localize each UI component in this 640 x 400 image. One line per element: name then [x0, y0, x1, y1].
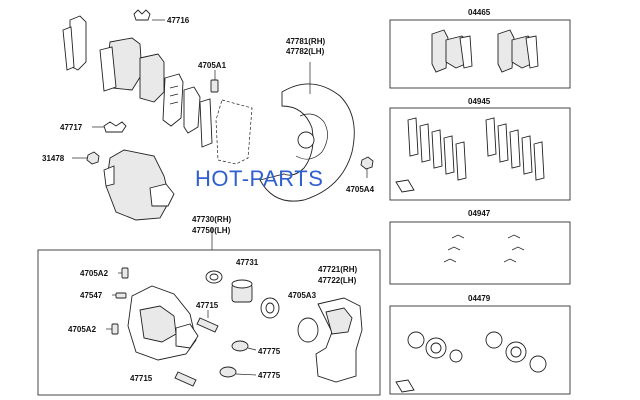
- kit-box-04479[interactable]: [389, 305, 571, 395]
- label-47547: 47547: [80, 291, 103, 300]
- shim-clips-group[interactable]: [162, 73, 213, 148]
- label-47775-bottom: 47775: [258, 371, 281, 380]
- clip-47717[interactable]: [92, 121, 127, 133]
- kit-box-04465[interactable]: [389, 19, 571, 89]
- guide-pin-47715-top[interactable]: [196, 310, 219, 333]
- kit-04947-clips: [443, 234, 525, 263]
- label-4705A4: 4705A4: [346, 185, 375, 194]
- bleeder-47547[interactable]: [112, 292, 127, 299]
- label-4705A2-top: 4705A2: [80, 269, 109, 278]
- brake-pads-group[interactable]: [62, 15, 165, 103]
- label-47715-top: 47715: [196, 301, 219, 310]
- label-47750: 47750(LH): [192, 226, 231, 235]
- label-47722: 47722(LH): [318, 276, 357, 285]
- label-47731: 47731: [236, 258, 259, 267]
- kit-04465-pads: [431, 29, 539, 73]
- kit-label-04945: 04945: [468, 97, 491, 106]
- bolt-4705A2-top[interactable]: [118, 267, 129, 279]
- torque-plate[interactable]: [127, 285, 199, 361]
- kit-label-04479: 04479: [468, 294, 491, 303]
- seal-47731[interactable]: [205, 270, 223, 284]
- kit-04945-shims: [395, 117, 545, 193]
- boot[interactable]: [260, 297, 280, 319]
- caliper-assembly[interactable]: [103, 149, 175, 221]
- mounting-outline: [215, 99, 253, 165]
- label-47781: 47781(RH): [286, 37, 325, 46]
- caliper-exploded-box: [37, 249, 381, 396]
- label-47721: 47721(RH): [318, 265, 357, 274]
- label-47775-top: 47775: [258, 347, 281, 356]
- kit-box-04947[interactable]: [389, 221, 571, 285]
- oring-4705A3[interactable]: [297, 317, 319, 343]
- label-4705A1: 4705A1: [198, 61, 227, 70]
- bolt-4705A4[interactable]: [360, 156, 374, 178]
- kit-label-04947: 04947: [468, 209, 491, 218]
- label-47717: 47717: [60, 123, 83, 132]
- piston[interactable]: [231, 279, 253, 303]
- label-47715-bottom: 47715: [130, 374, 153, 383]
- bolt-4705A2-bottom[interactable]: [106, 323, 119, 335]
- kit-box-04945[interactable]: [389, 107, 571, 201]
- kit-04479-seals: [395, 331, 547, 393]
- label-4705A3: 4705A3: [288, 291, 317, 300]
- label-47782: 47782(LH): [286, 47, 325, 56]
- label-4705A2-bottom: 4705A2: [68, 325, 97, 334]
- bolt-4705A1[interactable]: [210, 70, 219, 93]
- label-31478: 31478: [42, 154, 65, 163]
- watermark: HOT-PARTS: [195, 166, 323, 191]
- label-47716: 47716: [167, 16, 190, 25]
- kit-label-04465: 04465: [468, 8, 491, 17]
- bushing-47775-top[interactable]: [231, 340, 257, 352]
- spring-47716[interactable]: [133, 9, 165, 21]
- nut-31478[interactable]: [72, 151, 100, 165]
- guide-pin-47715-bottom[interactable]: [174, 371, 197, 387]
- dust-cover-47781-47782[interactable]: [259, 62, 355, 202]
- caliper-body-47721-47722[interactable]: [315, 297, 363, 383]
- label-47730: 47730(RH): [192, 215, 231, 224]
- bushing-47775-bottom[interactable]: [219, 366, 257, 378]
